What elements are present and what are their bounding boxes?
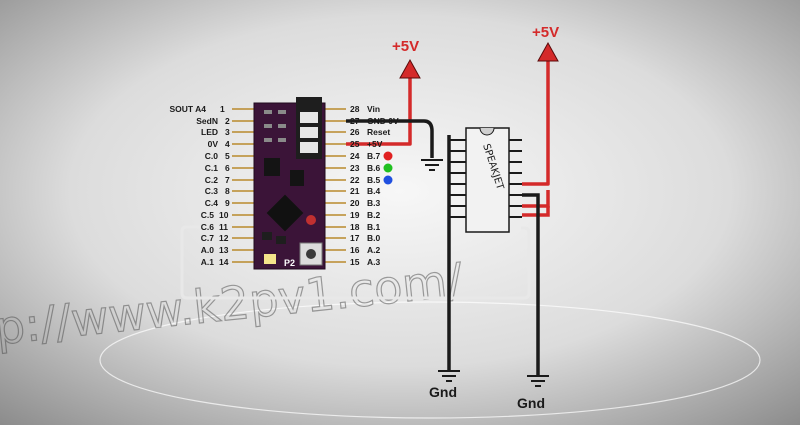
pin-label: B.0 [367,233,381,243]
pin-label: B.1 [367,222,381,232]
speakjet-chip: SPEAKJET [449,127,522,233]
pin-number: 8 [225,186,230,196]
pin-number: 7 [225,175,230,185]
pin-label: B.4 [367,186,381,196]
ground-wire-right [522,193,540,375]
vcc-arrow-right-icon [537,41,559,62]
pin-label: C.3 [205,186,219,196]
vcc-arrow-left-icon [399,58,421,79]
ground-wire-board [346,119,434,158]
ground-label-left: Gnd [429,384,457,400]
pin-label: A.0 [201,245,215,255]
pin-number: 18 [350,222,360,232]
pin-label: LED [201,127,218,137]
pin-label: C.2 [205,175,219,185]
pin-label: A.2 [367,245,381,255]
pin-number: 28 [350,104,360,114]
pin-number: 14 [219,257,229,267]
pin-label: C.5 [201,210,215,220]
pin-number: 3 [225,127,230,137]
led-blue-icon [383,175,393,185]
pin-number: 25 [350,139,360,149]
power-wire-right [522,61,550,186]
pin-number: 27 [350,116,360,126]
board-label: P2 [284,258,295,268]
pin-number: 20 [350,198,360,208]
pin-number: 12 [219,233,229,243]
pin-label: C.6 [201,222,215,232]
pin-label: B.5 [367,175,381,185]
left-pin-stubs [232,108,254,263]
pin-label: B.6 [367,163,381,173]
pin-number: 26 [350,127,360,137]
pin-number: 1 [220,104,225,114]
pin-label: GND 0V [367,116,399,126]
pin-label: A.3 [367,257,381,267]
background-arc [99,301,761,419]
power-wire-left [346,78,412,146]
ground-symbol-right-icon [527,375,549,387]
pin-label: Vin [367,104,380,114]
pin-number: 19 [350,210,360,220]
led-green-icon [383,163,393,173]
led-red-icon [383,151,393,161]
pin-number: 4 [225,139,230,149]
ground-symbol-board-icon [421,159,443,171]
pin-number: 16 [350,245,360,255]
pin-label: 0V [208,139,219,149]
right-pin-stubs [325,108,346,263]
pin-label: B.7 [367,151,381,161]
pin-number: 10 [219,210,229,220]
pin-number: 9 [225,198,230,208]
pin-label: C.7 [201,233,215,243]
pin-number: 22 [350,175,360,185]
pin-label: SedN [196,116,218,126]
pin-label: SOUT A4 [169,104,206,114]
pin-number: 15 [350,257,360,267]
signal-wire-loop [180,225,531,300]
right-pin-labels: 28 Vin 27 GND 0V 26 Reset 25 +5V 24 B.7 … [350,104,399,267]
pin-label: Reset [367,127,390,137]
pin-number: 2 [225,116,230,126]
microcontroller-board: P2 [253,97,326,270]
pin-label: C.1 [205,163,219,173]
pin-number: 13 [219,245,229,255]
ground-symbol-left-icon [438,370,460,382]
pin-number: 23 [350,163,360,173]
pin-label: +5V [367,139,383,149]
pin-label: A.1 [201,257,215,267]
pin-number: 24 [350,151,360,161]
pin-label: B.3 [367,198,381,208]
pin-number: 11 [219,222,228,232]
pin-label: C.0 [205,151,219,161]
pin-number: 17 [350,233,360,243]
pin-label: C.4 [205,198,219,208]
power-wire-right-3 [522,206,550,217]
pin-number: 5 [225,151,230,161]
pin-label: B.2 [367,210,381,220]
pin-number: 21 [350,186,360,196]
left-pin-labels: SOUT A4 1 SedN 2 LED 3 0V 4 C.0 5 C.1 6 … [169,104,230,267]
pin-number: 6 [225,163,230,173]
vcc-label-left: +5V [392,38,419,55]
ground-label-right: Gnd [517,395,545,411]
vcc-label-right: +5V [532,24,559,41]
